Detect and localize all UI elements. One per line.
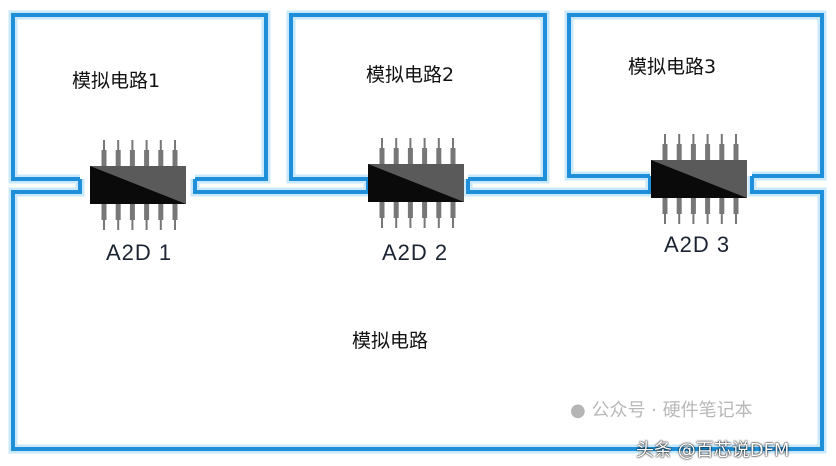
chip-pin-lead	[159, 220, 162, 230]
chip-pin-lead	[395, 218, 398, 228]
chip-pin	[690, 144, 696, 160]
chip-pin	[719, 198, 725, 214]
chip-pin	[393, 202, 399, 218]
chip-pin	[115, 150, 121, 166]
chip-pin	[676, 144, 682, 160]
chip-pin-lead	[678, 134, 681, 144]
chip-pin-lead	[437, 138, 440, 148]
chip-pin-lead	[664, 214, 666, 224]
chip-pin	[733, 144, 739, 160]
toutiao-watermark: 头条 @百芯说DFM	[636, 440, 790, 461]
chip-pin	[450, 202, 456, 218]
chip-pin	[172, 150, 178, 166]
region-1-border	[8, 10, 271, 184]
chip-2-icon	[368, 138, 464, 228]
chip-pin-lead	[103, 140, 105, 150]
chip-pin-lead	[706, 214, 709, 224]
chip-pin-lead	[117, 220, 120, 230]
chip-pin-lead	[692, 214, 695, 224]
chip-pin	[158, 150, 164, 166]
chip-pin	[422, 148, 428, 164]
chip-pin-lead	[381, 138, 383, 148]
chip-pin	[705, 198, 711, 214]
chip-pin	[436, 202, 442, 218]
chip-pin	[172, 204, 178, 220]
chip-pin	[662, 198, 668, 214]
chip-pin-lead	[678, 214, 681, 224]
chip-pin	[676, 198, 682, 214]
wechat-icon: ●	[570, 400, 586, 421]
wechat-watermark: ● 公众号 · 硬件笔记本	[570, 400, 753, 422]
chip-shading	[651, 160, 747, 198]
chip-1-icon	[90, 140, 186, 230]
chip-pin-lead	[409, 138, 412, 148]
chip-pin	[407, 202, 413, 218]
chip-pin	[158, 204, 164, 220]
chip-pin-lead	[117, 140, 120, 150]
chip-1-label: A2D 1	[106, 240, 173, 265]
chip-pin-lead	[145, 140, 148, 150]
chip-pin	[129, 204, 135, 220]
chip-pin-lead	[381, 218, 383, 228]
chip-pin-lead	[145, 220, 148, 230]
chip-pin-lead	[706, 134, 709, 144]
region-1-label: 模拟电路1	[72, 70, 161, 92]
chip-pin	[379, 202, 385, 218]
chip-pin	[662, 144, 668, 160]
chip-pin	[101, 204, 107, 220]
chip-shading	[368, 164, 464, 202]
chip-2-label: A2D 2	[382, 240, 449, 265]
chip-pin-lead	[423, 138, 426, 148]
chip-pin	[719, 144, 725, 160]
chip-pin	[690, 198, 696, 214]
chip-pin	[144, 204, 150, 220]
chip-pin-lead	[131, 140, 134, 150]
wechat-watermark-text: 公众号 · 硬件笔记本	[591, 400, 753, 421]
chip-pin-lead	[452, 138, 454, 148]
region-2-border	[286, 10, 550, 184]
chip-pin-lead	[131, 220, 134, 230]
chip-pin	[379, 148, 385, 164]
chip-pin-lead	[735, 214, 737, 224]
chip-pin	[422, 202, 428, 218]
region-3-label: 模拟电路3	[628, 56, 717, 78]
chip-3-icon	[651, 134, 747, 224]
chip-pin	[115, 204, 121, 220]
chip-pin-lead	[452, 218, 454, 228]
chip-pin	[393, 148, 399, 164]
chip-pin-lead	[409, 218, 412, 228]
chip-pin	[450, 148, 456, 164]
main-region-label: 模拟电路	[352, 330, 429, 352]
chip-pin-lead	[720, 134, 723, 144]
chip-pin	[407, 148, 413, 164]
chip-pin-lead	[720, 214, 723, 224]
chip-pin-lead	[437, 218, 440, 228]
chip-pin-lead	[174, 140, 176, 150]
chip-pin-lead	[692, 134, 695, 144]
chip-pin-lead	[423, 218, 426, 228]
chip-pin	[129, 150, 135, 166]
chip-pin-lead	[174, 220, 176, 230]
chip-pin-lead	[159, 140, 162, 150]
chip-pin-lead	[103, 220, 105, 230]
chip-pin-lead	[664, 134, 666, 144]
chip-pin-lead	[395, 138, 398, 148]
region-2-label: 模拟电路2	[366, 64, 455, 86]
chip-shading	[90, 166, 186, 204]
chip-3-label: A2D 3	[664, 232, 731, 257]
chip-pin	[144, 150, 150, 166]
chip-pin	[436, 148, 442, 164]
chip-pin-lead	[735, 134, 737, 144]
chip-pin	[705, 144, 711, 160]
chip-pin	[733, 198, 739, 214]
chip-pin	[101, 150, 107, 166]
